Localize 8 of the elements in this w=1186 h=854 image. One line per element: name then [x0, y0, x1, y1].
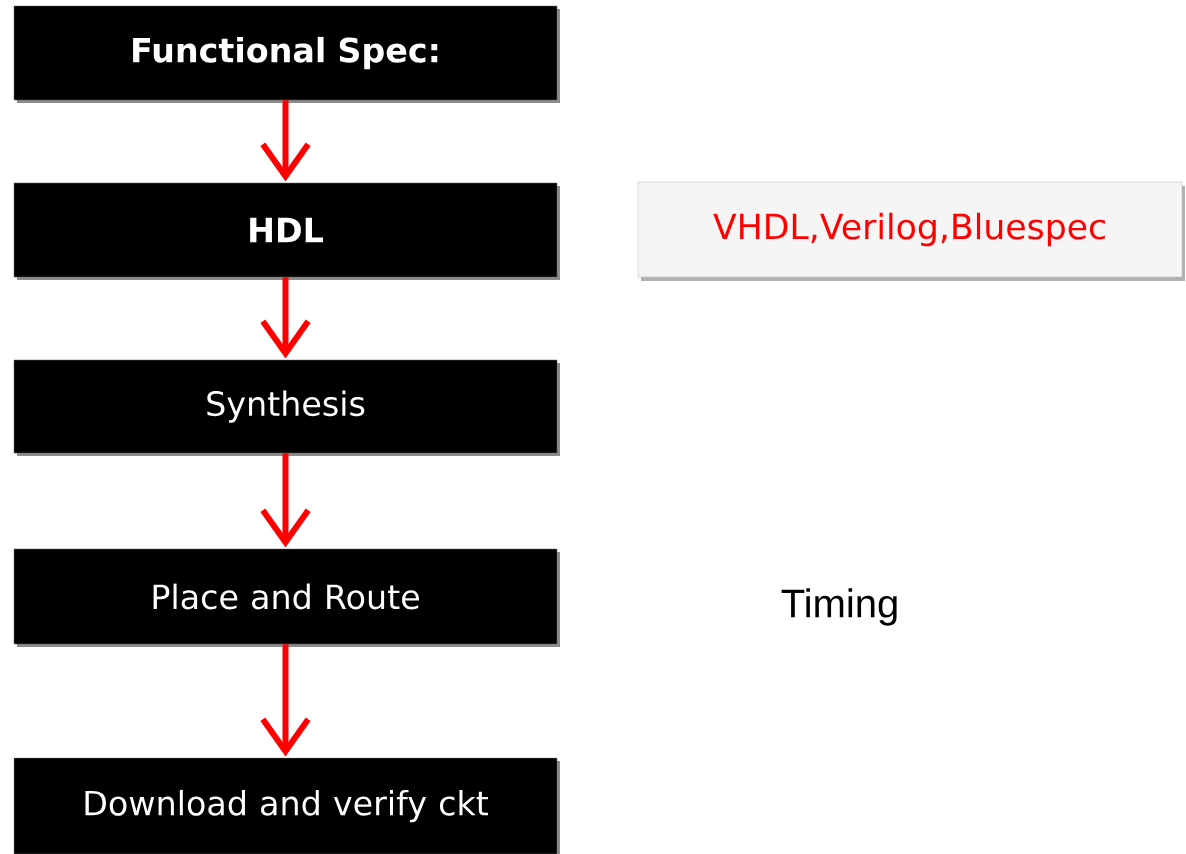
process-box: Synthesis	[13, 359, 560, 456]
arrow	[260, 644, 311, 757]
process-box: HDL	[13, 182, 560, 280]
process-box: Functional Spec:	[13, 5, 560, 103]
process-box: Place and Route	[13, 548, 560, 647]
label-box: VHDL,Verilog,Bluespec	[637, 181, 1185, 281]
note-text: Timing	[781, 588, 897, 626]
process-box: Download and verify ckt	[13, 757, 560, 854]
